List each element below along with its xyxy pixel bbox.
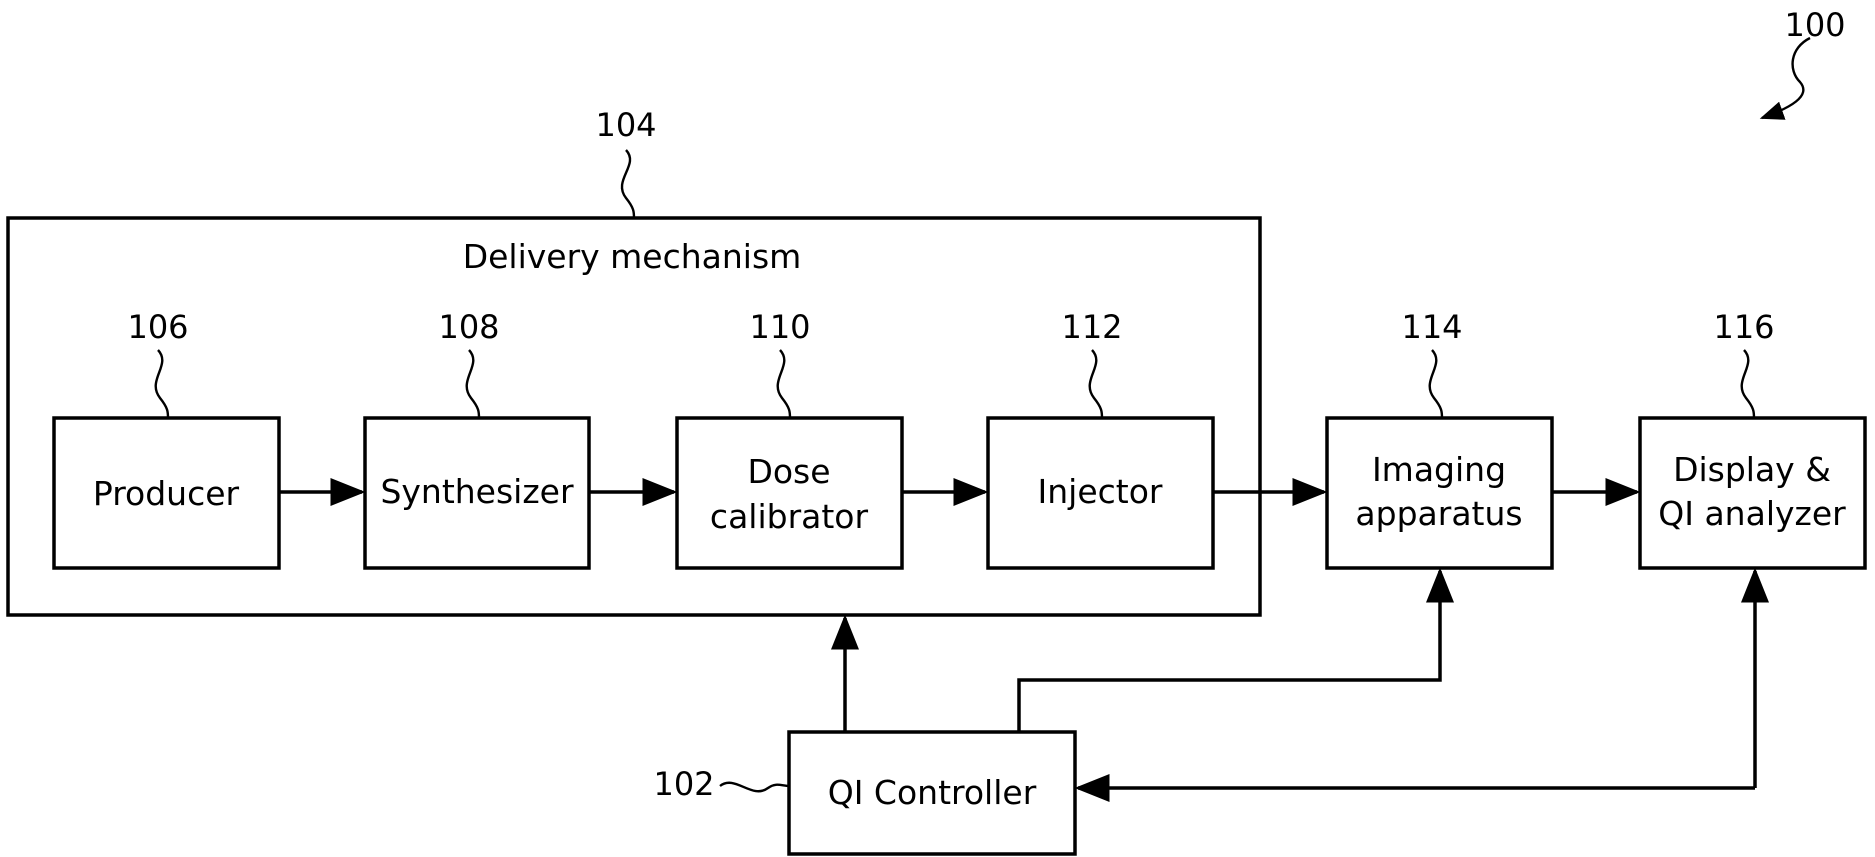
dose-calibrator-ref: 110 — [749, 308, 810, 346]
dose-calibrator-label-line-1: Dose — [747, 452, 830, 491]
display-qi-analyzer-label-line-1: Display & — [1673, 450, 1831, 489]
imaging-apparatus-ref: 114 — [1401, 308, 1462, 346]
producer-ref: 106 — [127, 308, 188, 346]
delivery-mechanism-ref: 104 — [595, 106, 656, 144]
figure-number-leader-arrow — [1762, 38, 1810, 118]
imaging-apparatus-label-line-1: Imaging — [1372, 450, 1506, 489]
producer-label: Producer — [93, 474, 240, 513]
figure-number: 100 — [1784, 6, 1845, 44]
imaging-apparatus-box — [1327, 418, 1552, 568]
injector-label: Injector — [1038, 472, 1163, 511]
delivery-mechanism-ref-leader — [622, 150, 634, 218]
qi-controller-ref: 102 — [653, 765, 714, 803]
synthesizer-label: Synthesizer — [380, 472, 574, 511]
display-qi-analyzer-box — [1640, 418, 1865, 568]
dose-calibrator-label-line-2: calibrator — [710, 497, 869, 536]
imaging-apparatus-ref-leader — [1430, 350, 1442, 418]
dose-calibrator-box — [677, 418, 902, 568]
display-qi-analyzer-ref-leader — [1742, 350, 1754, 418]
imaging-apparatus-label-line-2: apparatus — [1355, 494, 1522, 533]
injector-ref: 112 — [1061, 308, 1122, 346]
display-qi-analyzer-label-line-2: QI analyzer — [1658, 494, 1846, 533]
qi-controller-label: QI Controller — [828, 773, 1037, 812]
qi-controller-ref-leader — [720, 783, 789, 791]
synthesizer-ref: 108 — [438, 308, 499, 346]
display-qi-analyzer-ref: 116 — [1713, 308, 1774, 346]
delivery-mechanism-label: Delivery mechanism — [463, 237, 802, 276]
